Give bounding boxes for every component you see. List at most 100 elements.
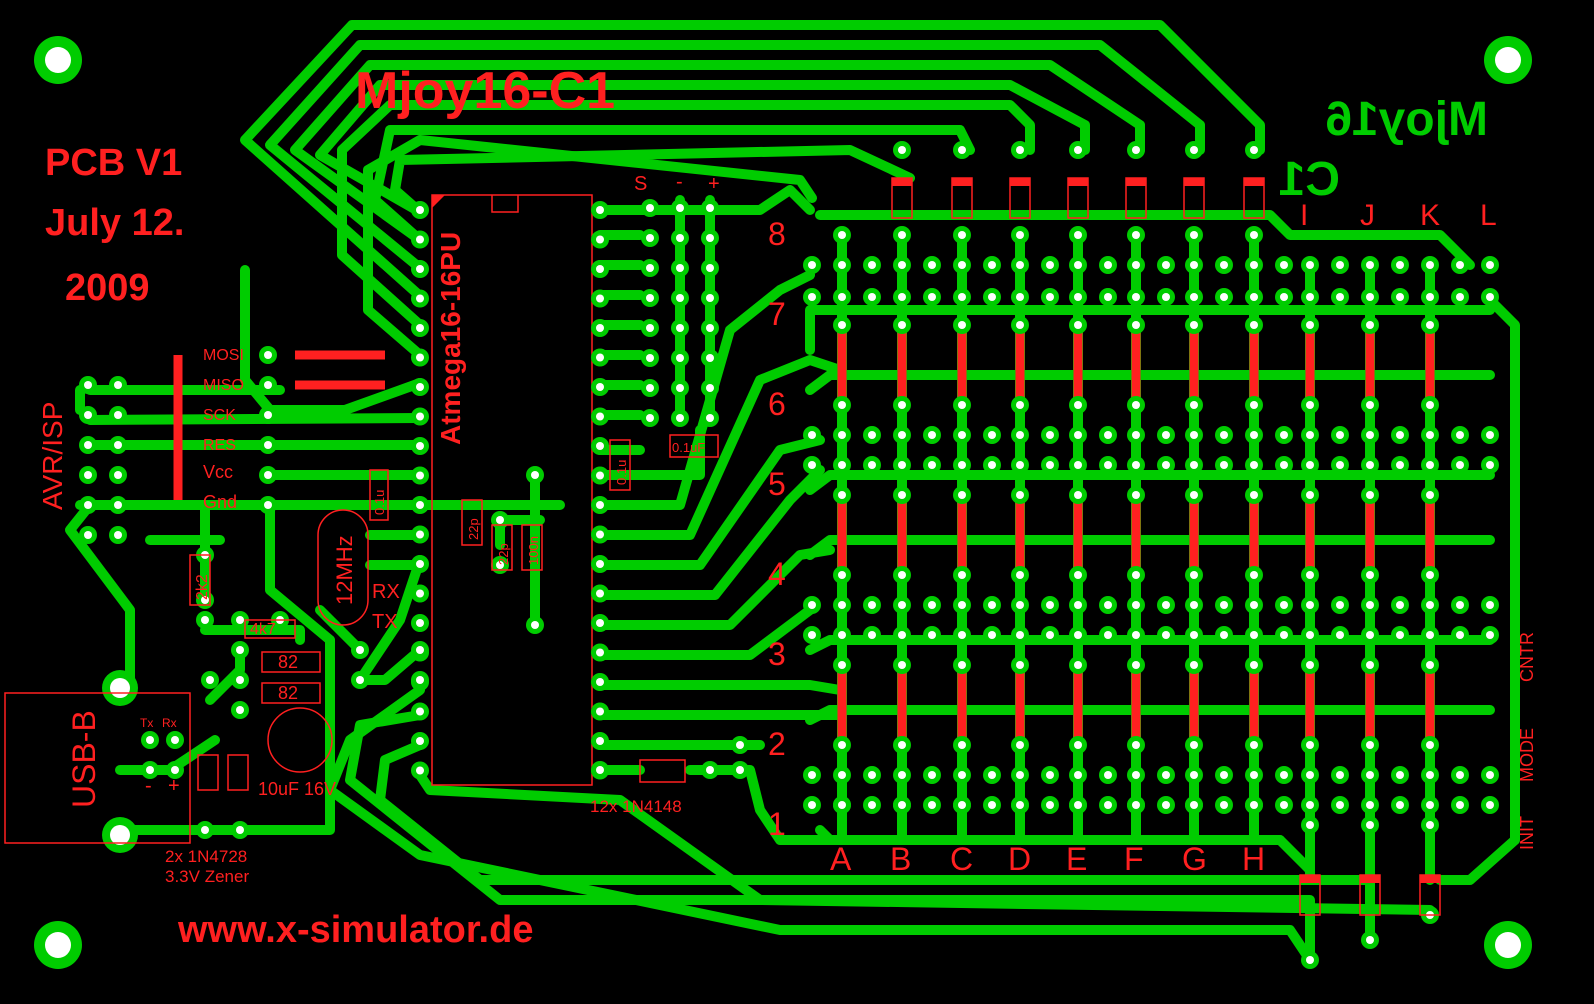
matrix-pad [1331,426,1349,444]
matrix-pad [1391,256,1409,274]
matrix-pad [1391,626,1409,644]
matrix-node-pad [1361,656,1379,674]
matrix-node-pad [1301,816,1319,834]
component-pad [731,761,749,779]
matrix-node-pad [1011,656,1029,674]
side-label-init: INIT [1517,816,1537,850]
matrix-pad [1127,288,1145,306]
matrix-pad [833,626,851,644]
matrix-pad [1301,596,1319,614]
matrix-pad [923,796,941,814]
diode-pad [1361,931,1379,949]
row-label: 4 [768,556,786,592]
matrix-node-pad [833,396,851,414]
matrix-pad [1391,456,1409,474]
matrix-pad [1275,766,1293,784]
matrix-pad [1481,426,1499,444]
matrix-pad [983,596,1001,614]
matrix-pad [803,766,821,784]
matrix-pad [863,796,881,814]
matrix-pad [1245,256,1263,274]
matrix-pad [863,626,881,644]
matrix-pad [1391,426,1409,444]
matrix-node-pad [1127,316,1145,334]
website: www.x-simulator.de [177,909,533,951]
matrix-pad [1215,796,1233,814]
matrix-pad [893,766,911,784]
matrix-pad [893,426,911,444]
matrix-pad [983,796,1001,814]
polarity-plus: + [168,775,180,797]
rx-led-label: Rx [162,716,177,730]
matrix-pad [893,288,911,306]
matrix-pad [833,456,851,474]
component-pad [141,731,159,749]
diode-pad [1185,141,1203,159]
matrix-pad [1421,766,1439,784]
matrix-pad [1451,288,1469,306]
matrix-node-pad [1245,736,1263,754]
matrix-node-pad [893,396,911,414]
resistor-4k7: 4k7 [250,621,276,638]
matrix-pad [923,426,941,444]
matrix-node-pad [833,796,851,814]
component-outlines [189,434,719,791]
chip-pin-right [591,525,609,544]
matrix-pad [1127,426,1145,444]
matrix-node-pad [1245,656,1263,674]
chip-pin-right [591,378,609,396]
matrix-pad [1451,256,1469,274]
isp-pad [109,496,127,514]
matrix-pad [923,596,941,614]
row-label: 7 [768,296,786,332]
matrix-pad [1215,256,1233,274]
matrix-pad [1215,626,1233,644]
side-label-mode: MODE [1517,728,1537,782]
column-label: D [1008,841,1031,877]
matrix-pad [1451,596,1469,614]
pcb-version: PCB V1 [45,142,182,184]
chip-pin-left [411,378,429,396]
pcb-date: July 12. [45,202,184,244]
matrix-pad [1275,288,1293,306]
matrix-node-pad [1069,396,1087,414]
matrix-pad [803,596,821,614]
matrix-pad [1041,596,1059,614]
column-label: C [950,841,973,877]
matrix-pad [1185,626,1203,644]
diode-band [1126,178,1146,186]
matrix-node-pad [1011,396,1029,414]
matrix-pad [1215,288,1233,306]
chip-pin-right [591,702,609,721]
matrix-pad [953,626,971,644]
matrix-pad [1481,766,1499,784]
matrix-pad [1245,596,1263,614]
matrix-pad [1361,256,1379,274]
matrix-pad [803,288,821,306]
matrix-pad [1421,288,1439,306]
matrix-pad [1421,796,1439,814]
matrix-pad [1301,426,1319,444]
matrix-pad [1275,426,1293,444]
matrix-pad [983,626,1001,644]
isp-pad [79,406,97,424]
column-label: G [1182,841,1207,877]
matrix-node-pad [1301,396,1319,414]
isp-pad [109,436,127,454]
matrix-pad [1331,626,1349,644]
row-label: 2 [768,726,786,762]
isp-pin-pad [259,496,277,514]
isp-pin-pad [259,406,277,424]
matrix-pad [1185,288,1203,306]
matrix-pad [1361,596,1379,614]
matrix-pad [953,766,971,784]
matrix-pad [803,626,821,644]
matrix-pad [1275,456,1293,474]
isp-pad [79,436,97,454]
matrix-pad [1157,796,1175,814]
servo-signal-pad [641,349,659,367]
matrix-node-pad [1127,796,1145,814]
matrix-pad [1215,426,1233,444]
isp-pin-pad [259,436,277,454]
diode-band [892,178,912,186]
